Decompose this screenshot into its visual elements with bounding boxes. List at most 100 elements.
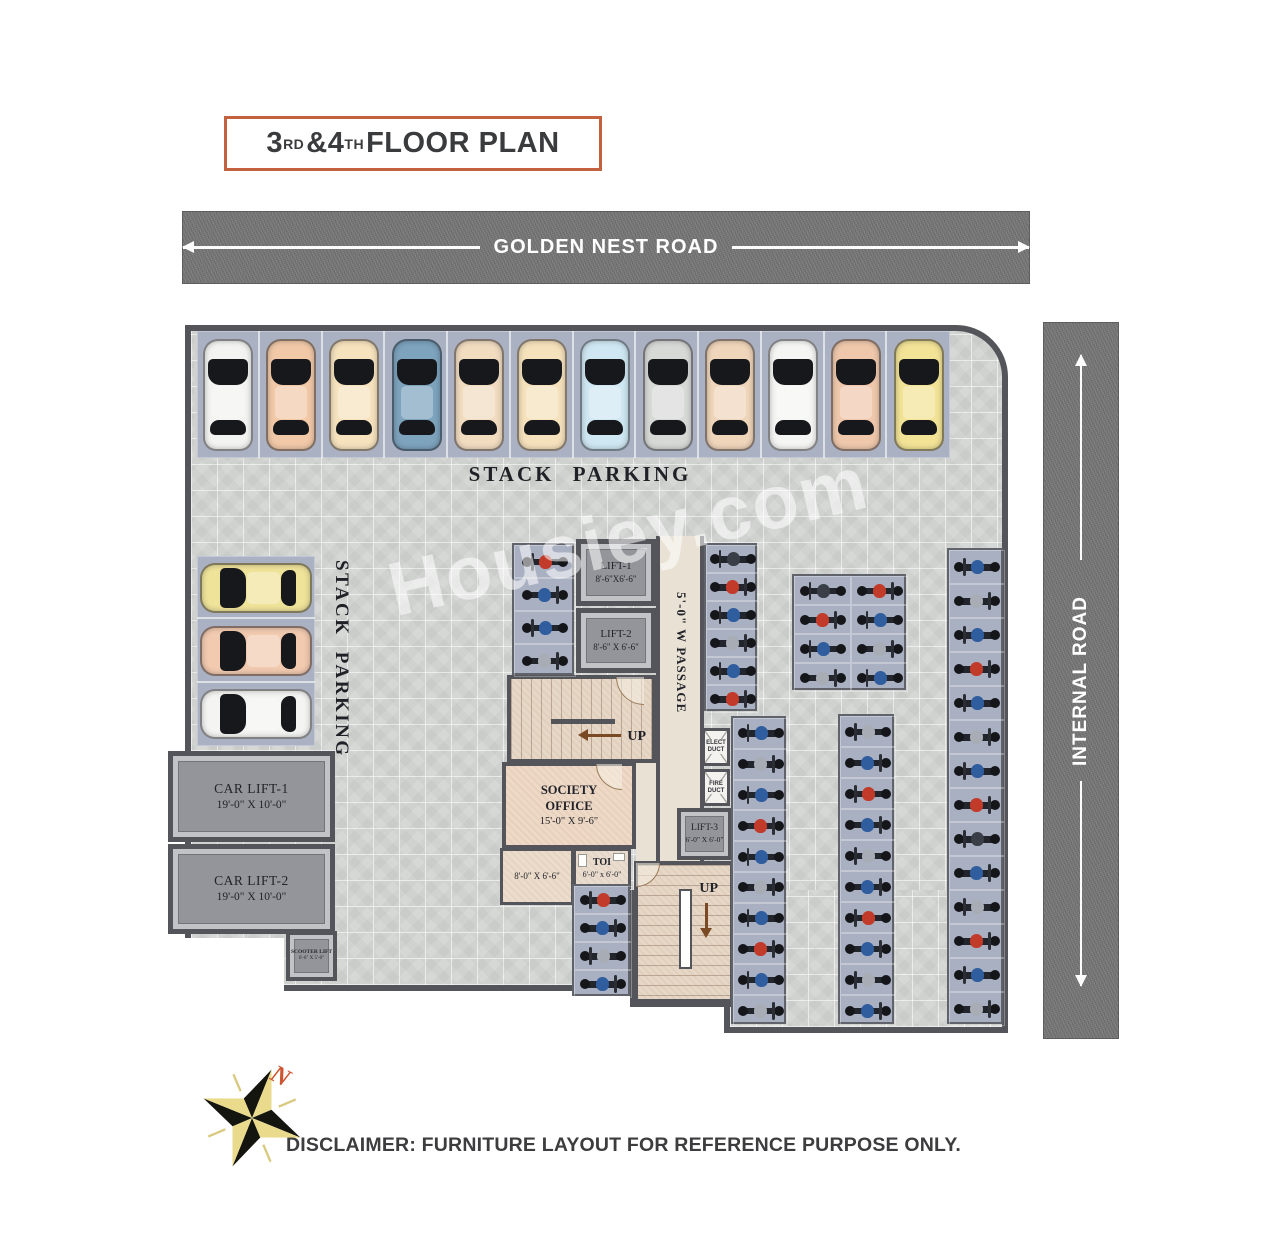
lift-2-label: LIFT-2 8'-6" X 6'-6" bbox=[581, 613, 651, 668]
bike-rider bbox=[971, 900, 984, 914]
bike-parking-slot bbox=[794, 605, 851, 634]
car-roof bbox=[400, 386, 433, 419]
bike-handlebar-icon bbox=[614, 975, 617, 993]
bike-parking-slot bbox=[706, 545, 759, 573]
bike-wheel bbox=[737, 1005, 748, 1016]
bike-wheel bbox=[856, 643, 867, 654]
bike-handlebar-icon bbox=[808, 639, 811, 658]
bike-wheel bbox=[892, 643, 903, 654]
bike-parking-slot bbox=[733, 749, 788, 780]
bike-wheel bbox=[990, 1004, 1000, 1014]
bike-parking-slot bbox=[949, 584, 1005, 618]
bike-wheel bbox=[881, 881, 891, 892]
toilet: TOI 6'-0" x 6'-0" bbox=[573, 848, 631, 889]
bike-wheel bbox=[745, 554, 756, 564]
bikes-mid-column-b bbox=[838, 714, 894, 1024]
bike-wheel bbox=[990, 936, 1000, 946]
car-lift-1: CAR LIFT-1 19'-0" X 10'-0" bbox=[168, 751, 335, 842]
lift-2: LIFT-2 8'-6" X 6'-6" bbox=[576, 608, 656, 673]
bike-handlebar-icon bbox=[854, 846, 857, 865]
bike-rider bbox=[725, 636, 739, 650]
bike-handlebar-icon bbox=[891, 639, 894, 658]
motorcycle-top-view bbox=[954, 828, 1000, 850]
car-top-view bbox=[203, 339, 254, 451]
bike-parking-slot bbox=[949, 618, 1005, 652]
bike-handlebar-icon bbox=[963, 966, 966, 984]
car-top-view bbox=[830, 339, 881, 451]
bike-rider bbox=[754, 849, 768, 864]
motorcycle-top-view bbox=[737, 722, 784, 744]
bike-wheel bbox=[835, 643, 846, 654]
room-size: 6'-6" X 5'-0" bbox=[298, 956, 325, 962]
bike-wheel bbox=[737, 974, 748, 985]
bike-wheel bbox=[522, 655, 532, 666]
bike-wheel bbox=[799, 643, 810, 654]
bike-wheel bbox=[954, 902, 964, 912]
bike-wheel bbox=[954, 868, 964, 878]
bike-parking-slot bbox=[949, 652, 1005, 686]
bike-wheel bbox=[522, 556, 532, 567]
bike-wheel bbox=[737, 882, 748, 893]
bike-handlebar-icon bbox=[963, 558, 966, 576]
bike-wheel bbox=[580, 895, 590, 905]
motorcycle-top-view bbox=[845, 752, 891, 774]
room-size: 8'-0" X 6'-6" bbox=[514, 870, 560, 881]
motorcycle-top-view bbox=[709, 688, 756, 710]
bike-wheel bbox=[954, 698, 964, 708]
bike-parking-slot bbox=[840, 809, 896, 840]
car-parking-slot bbox=[825, 331, 888, 458]
disclaimer-text: DISCLAIMER: FURNITURE LAYOUT FOR REFEREN… bbox=[286, 1134, 961, 1156]
motorcycle-top-view bbox=[845, 845, 891, 867]
corridor bbox=[636, 763, 656, 866]
bike-handlebar-icon bbox=[854, 970, 857, 989]
motorcycle-top-view bbox=[737, 907, 784, 929]
bike-rider bbox=[815, 670, 829, 685]
bike-wheel bbox=[990, 902, 1000, 912]
bike-parking-slot bbox=[733, 964, 788, 995]
bike-wheel bbox=[954, 936, 964, 946]
room-name: LIFT-1 bbox=[600, 560, 632, 572]
bike-rider bbox=[971, 560, 984, 574]
bike-wheel bbox=[990, 868, 1000, 878]
motorcycle-top-view bbox=[799, 609, 846, 631]
up-label: UP bbox=[627, 729, 646, 744]
car-lift-2: CAR LIFT-2 19'-0" X 10'-0" bbox=[168, 844, 335, 934]
bike-rider bbox=[538, 653, 551, 668]
motorcycle-top-view bbox=[954, 862, 1000, 884]
bike-handlebar-icon bbox=[746, 847, 749, 866]
staircase-bottom: UP bbox=[634, 861, 734, 1003]
bike-rider bbox=[754, 911, 768, 926]
car-roof bbox=[463, 386, 496, 419]
motorcycle-top-view bbox=[737, 1000, 784, 1022]
lift-3-cab bbox=[685, 816, 724, 852]
bike-wheel bbox=[845, 943, 855, 954]
bike-handlebar-icon bbox=[834, 610, 837, 629]
motorcycle-top-view bbox=[799, 638, 846, 660]
bike-handlebar-icon bbox=[988, 660, 991, 678]
bikes-left-of-stairs bbox=[572, 884, 630, 996]
road-arrow-right-icon bbox=[732, 242, 1030, 253]
room-name: LIFT-2 bbox=[600, 628, 632, 640]
car-roof bbox=[714, 386, 747, 419]
toilet-fixture-icon bbox=[578, 854, 587, 867]
bike-wheel bbox=[737, 789, 748, 800]
bike-rider bbox=[873, 670, 887, 685]
bike-wheel bbox=[616, 923, 626, 933]
bike-wheel bbox=[773, 1005, 784, 1016]
bike-parking-slot bbox=[851, 634, 908, 663]
car-roof bbox=[212, 386, 245, 419]
bike-parking-slot bbox=[794, 634, 851, 663]
bike-handlebar-icon bbox=[808, 581, 811, 600]
bike-handlebar-icon bbox=[556, 651, 559, 670]
motorcycle-top-view bbox=[709, 632, 756, 654]
bike-wheel bbox=[799, 585, 810, 596]
car-top-view bbox=[893, 339, 944, 451]
bike-rider bbox=[816, 641, 830, 656]
sink-fixture-icon bbox=[613, 853, 625, 861]
bike-parking-slot bbox=[514, 644, 576, 677]
bike-wheel bbox=[856, 585, 867, 596]
bike-wheel bbox=[616, 951, 626, 961]
road-arrow-down-icon bbox=[1075, 780, 1086, 987]
society-office: SOCIETY OFFICE 15'-0" X 9'-6" bbox=[502, 762, 636, 849]
